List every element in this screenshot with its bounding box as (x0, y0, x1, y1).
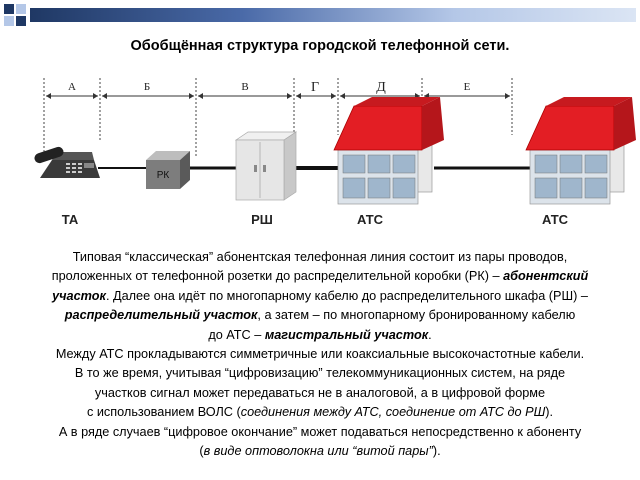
text-line-4: распределительный участок, а затем – по … (64, 308, 576, 323)
segment-label-v: В (241, 81, 248, 93)
exchange-building-icon-1 (333, 97, 444, 205)
term-section: участок (52, 288, 106, 303)
text-line-5: до АТС – магистральный участок. (208, 327, 432, 342)
label-ats-2: АТС (542, 212, 569, 227)
corner-square-light-1 (16, 4, 26, 14)
term-distribution-section: распределительный участок (64, 308, 258, 323)
segment-label-d: Д (376, 80, 386, 95)
segment-label-b: Б (144, 81, 150, 93)
text-line-8: участков сигнал может передаваться не в … (94, 385, 546, 400)
text-line-9: с использованием ВОЛС (соединения между … (86, 405, 554, 420)
network-diagram: А Б В Г Д Е РК (34, 78, 636, 227)
corner-square-dark-1 (4, 4, 14, 14)
distribution-box-icon: РК (146, 151, 190, 189)
corner-square-light-2 (4, 16, 14, 26)
text-line-1: Типовая “классическая” абонентская телеф… (72, 250, 568, 264)
label-rsh: РШ (251, 212, 273, 227)
segment-label-a: А (68, 81, 76, 93)
arrowheads (46, 93, 510, 99)
text-line-7: В то же время, учитывая “цифровизацию” т… (74, 366, 566, 381)
page-title: Обобщённая структура городской телефонно… (130, 38, 510, 54)
header-bar (30, 8, 636, 22)
corner-square-dark-2 (16, 16, 26, 26)
segment-label-g: Г (311, 80, 319, 95)
text-line-3: участок. Далее она идёт по многопарному … (52, 288, 588, 303)
text-line-11: (в виде оптоволокна или “витой пары”). (199, 444, 441, 459)
distribution-cabinet-icon (234, 131, 298, 201)
text-line-10: А в ряде случаев “цифровое окончание” мо… (58, 424, 582, 439)
segment-label-e: Е (464, 81, 471, 93)
term-subscriber: абонентский (503, 269, 589, 284)
segment-separators (43, 78, 513, 158)
text-line-2: проложенных от телефонной розетки до рас… (51, 269, 589, 284)
text-line-6: Между АТС прокладываются симметричные ил… (55, 347, 585, 362)
exchange-building-icon-2 (525, 97, 636, 205)
telephone-icon (34, 146, 100, 178)
label-ta: ТА (62, 212, 79, 227)
term-trunk-section: магистральный участок (264, 327, 429, 342)
rk-label: РК (157, 170, 170, 181)
body-text: Типовая “классическая” абонентская телеф… (8, 248, 632, 461)
label-ats-1: АТС (357, 212, 384, 227)
